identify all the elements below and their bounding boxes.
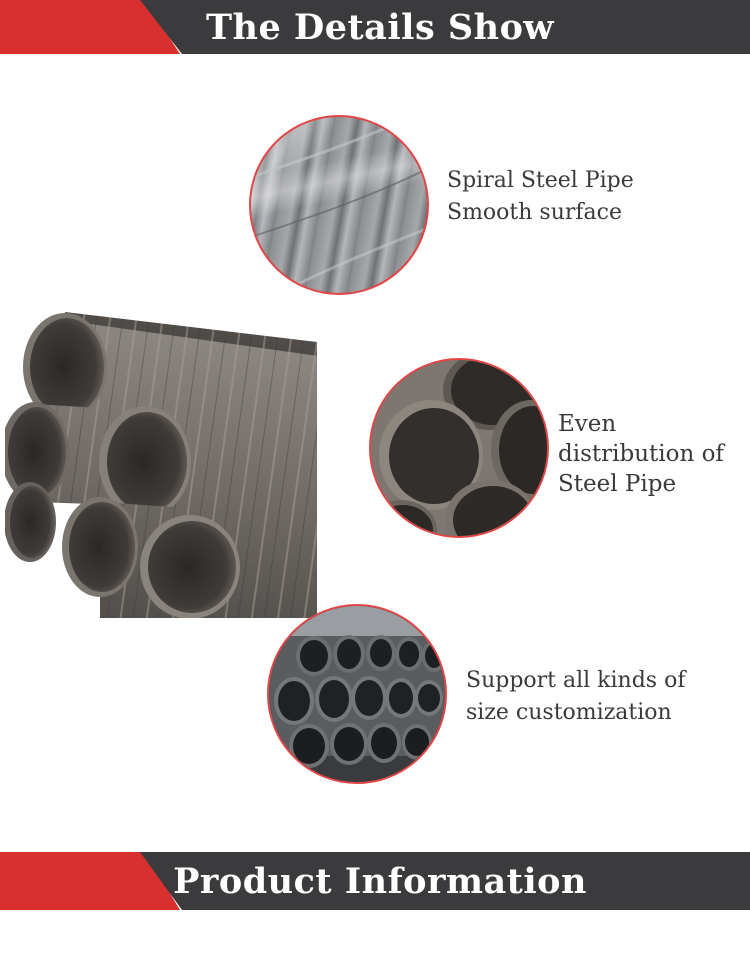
caption-line: size customization: [466, 700, 672, 725]
caption-line: Steel Pipe: [558, 471, 677, 497]
header-banner: The Details Show: [0, 0, 750, 54]
caption-line: Spiral Steel Pipe: [447, 168, 634, 193]
pipe-stack-image: [5, 312, 317, 618]
section-title: Product Information: [173, 860, 587, 902]
banner-dark-band: [140, 0, 750, 54]
detail-image-pipe-ends: [369, 358, 549, 538]
caption-line: Even: [558, 411, 617, 437]
detail-caption-1: Spiral Steel Pipe Smooth surface: [447, 165, 634, 229]
banner-dark-band: [140, 852, 750, 910]
detail-image-pipe-warehouse: [267, 604, 447, 784]
caption-line: distribution of: [558, 441, 724, 467]
detail-caption-2: Even distribution of Steel Pipe: [558, 409, 724, 499]
section-title: The Details Show: [205, 6, 555, 48]
caption-line: Smooth surface: [447, 200, 623, 225]
detail-image-spiral-surface: [249, 115, 429, 295]
caption-line: Support all kinds of: [466, 668, 686, 693]
detail-caption-3: Support all kinds of size customization: [466, 665, 685, 729]
footer-banner: Product Information: [0, 852, 750, 910]
